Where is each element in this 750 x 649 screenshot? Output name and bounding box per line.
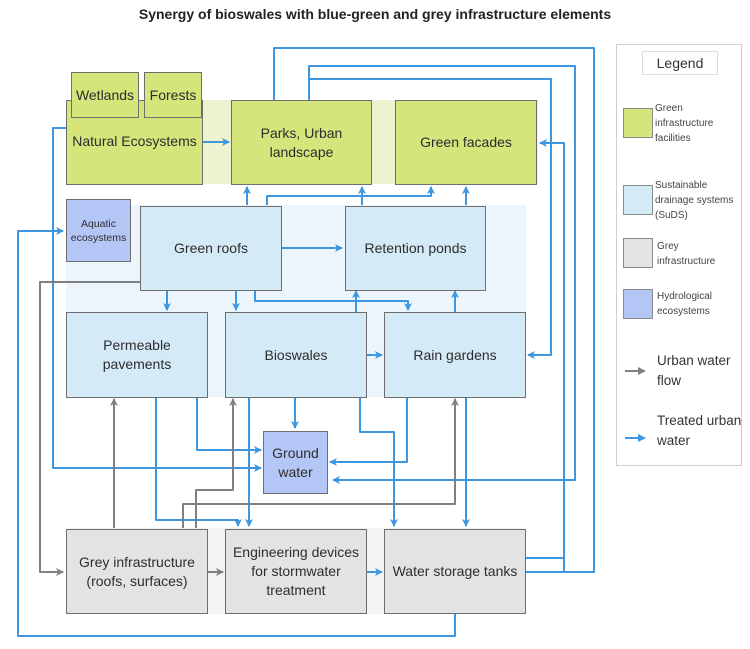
legend-label-hydro: Hydrological ecosystems [657,291,713,317]
node-green-roofs: Green roofs [140,206,282,291]
flow-storage-to-aquatic [17,227,456,637]
legend-swatch-grey [623,238,653,268]
flow-loop-to-raingardens [309,78,552,359]
node-green-facades: Green facades [395,100,537,185]
node-green-roofs-label: Green roofs [174,240,248,256]
node-rain-gardens: Rain gardens [384,312,526,398]
node-water-storage-tanks: Water storage tanks [384,529,526,614]
node-bioswales-label: Bioswales [264,346,328,363]
node-grey-infrastructure: Grey infrastructure (roofs, surfaces) [66,529,208,614]
node-parks: Parks, Urban landscape [231,100,372,185]
node-wetlands-label: Wetlands [75,86,135,103]
flow-greenroofs-to-raingardens [254,290,412,311]
node-parks-label: Parks, Urban landscape [260,124,343,160]
node-forests: Forests [144,72,202,118]
node-bioswales: Bioswales [225,312,367,398]
flow-grey-to-bioswales [195,398,237,528]
node-retention-ponds: Retention ponds [345,206,486,291]
node-permeable-pavements: Permeable pavements [66,312,208,398]
flow-permeable-to-groundwater [196,397,262,454]
flow-greenroofs-to-facades [266,186,435,205]
node-forests-label: Forests [149,86,197,103]
node-permeable-pavements-label: Permeable pavements [102,337,172,372]
diagram-title: Synergy of bioswales with blue-green and… [138,6,612,22]
legend-label-suds: Sustainable drainage systems (SuDS) [655,180,734,221]
flow-greenroofs-to-grey [39,281,140,576]
node-ground-water: Ground water [263,431,328,494]
node-engineering-devices-label: Engineering devices for stormwater treat… [232,544,360,598]
node-aquatic-ecosystems: Aquatic ecosystems [66,199,131,262]
flow-grey-to-raingardens [182,398,459,528]
legend-label-grey: Grey infrastructure [657,241,716,267]
node-ground-water-label: Ground water [272,444,319,480]
node-wetlands: Wetlands [71,72,139,118]
legend-swatch-suds [623,185,653,215]
legend-label-green: Green infrastructure facilities [655,103,714,144]
flow-parks-to-groundwater-loop [308,65,576,484]
legend-label-treated-water: Treated urban water [657,413,742,448]
node-natural-ecosystems-label: Natural Ecosystems [72,133,197,149]
node-water-storage-tanks-label: Water storage tanks [392,563,518,579]
legend-swatch-hydro [623,289,653,319]
node-grey-infrastructure-label: Grey infrastructure (roofs, surfaces) [79,553,195,589]
node-engineering-devices: Engineering devices for stormwater treat… [225,529,367,614]
node-rain-gardens-label: Rain gardens [413,346,497,363]
flow-raingardens-to-groundwater [329,397,408,466]
legend-swatch-green [623,108,653,138]
legend-arrow-blue-icon [625,434,646,442]
legend: Legend Green infrastructure facilities S… [616,44,742,466]
legend-arrow-grey-icon [625,367,646,375]
node-green-facades-label: Green facades [420,134,512,150]
node-retention-ponds-label: Retention ponds [364,240,467,256]
flow-to-green-facades [539,139,565,572]
legend-label-urban-water: Urban water flow [657,353,731,388]
flow-bioswales-to-storage [359,397,398,527]
legend-title: Legend [642,51,718,75]
node-aquatic-ecosystems-label: Aquatic ecosystems [70,217,127,244]
